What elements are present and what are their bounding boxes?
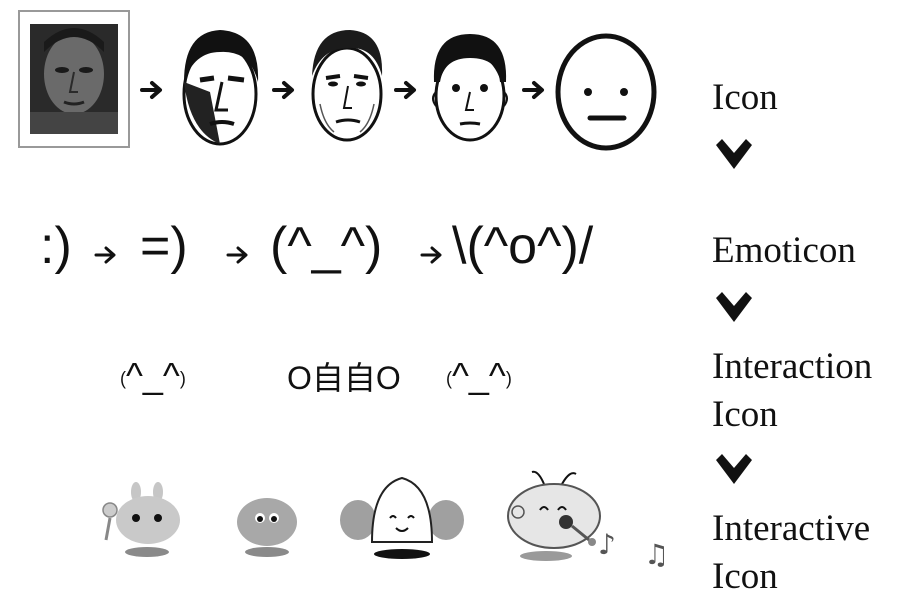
rice-ball-sprite-icon: [340, 476, 464, 559]
label-interaction-icon: Icon: [712, 394, 778, 435]
arrow-right-icon: [522, 81, 544, 99]
arrow-right-icon: [140, 81, 162, 99]
label-interactive-icon: Icon: [712, 556, 778, 597]
arrow-down-icon: [716, 292, 752, 322]
arrow-right-icon: [394, 81, 416, 99]
label-interactive: Interactive: [712, 508, 871, 549]
interaction-kaomoji-2: O自自O: [287, 360, 401, 396]
minimal-face-icon: [555, 33, 657, 151]
cartoon-face-icon: [432, 34, 508, 142]
arrow-right-icon: [94, 246, 116, 264]
music-notes-icon: ♫: [644, 538, 670, 571]
shaded-face-icon: [182, 30, 259, 146]
singing-sprite-icon: [507, 470, 601, 561]
sketch-face-icon: [311, 30, 383, 142]
interaction-kaomoji-1: (^_^): [120, 355, 186, 396]
emoticon-equals-smile: =): [140, 217, 188, 275]
bunny-sprite-icon: [102, 482, 180, 557]
interaction-kaomoji-3: (^_^): [446, 355, 512, 396]
label-icon: Icon: [712, 77, 778, 118]
arrow-right-icon: [272, 81, 294, 99]
arrow-right-icon: [420, 246, 442, 264]
blob-sprite-icon: [237, 498, 297, 557]
arrow-down-icon: [716, 454, 752, 484]
arrow-down-icon: [716, 139, 752, 169]
emoticon-kaomoji-cheer: \(^o^)/: [452, 217, 594, 275]
emoticon-smile: :): [40, 217, 72, 275]
photo-face-icon: [30, 24, 118, 134]
face-photo-frame: [18, 10, 130, 148]
arrow-right-icon: [226, 246, 248, 264]
label-interaction: Interaction: [712, 346, 873, 387]
music-note-icon: ♪: [598, 528, 616, 561]
label-emoticon: Emoticon: [712, 230, 856, 271]
emoticon-kaomoji-happy: (^_^): [270, 217, 383, 275]
